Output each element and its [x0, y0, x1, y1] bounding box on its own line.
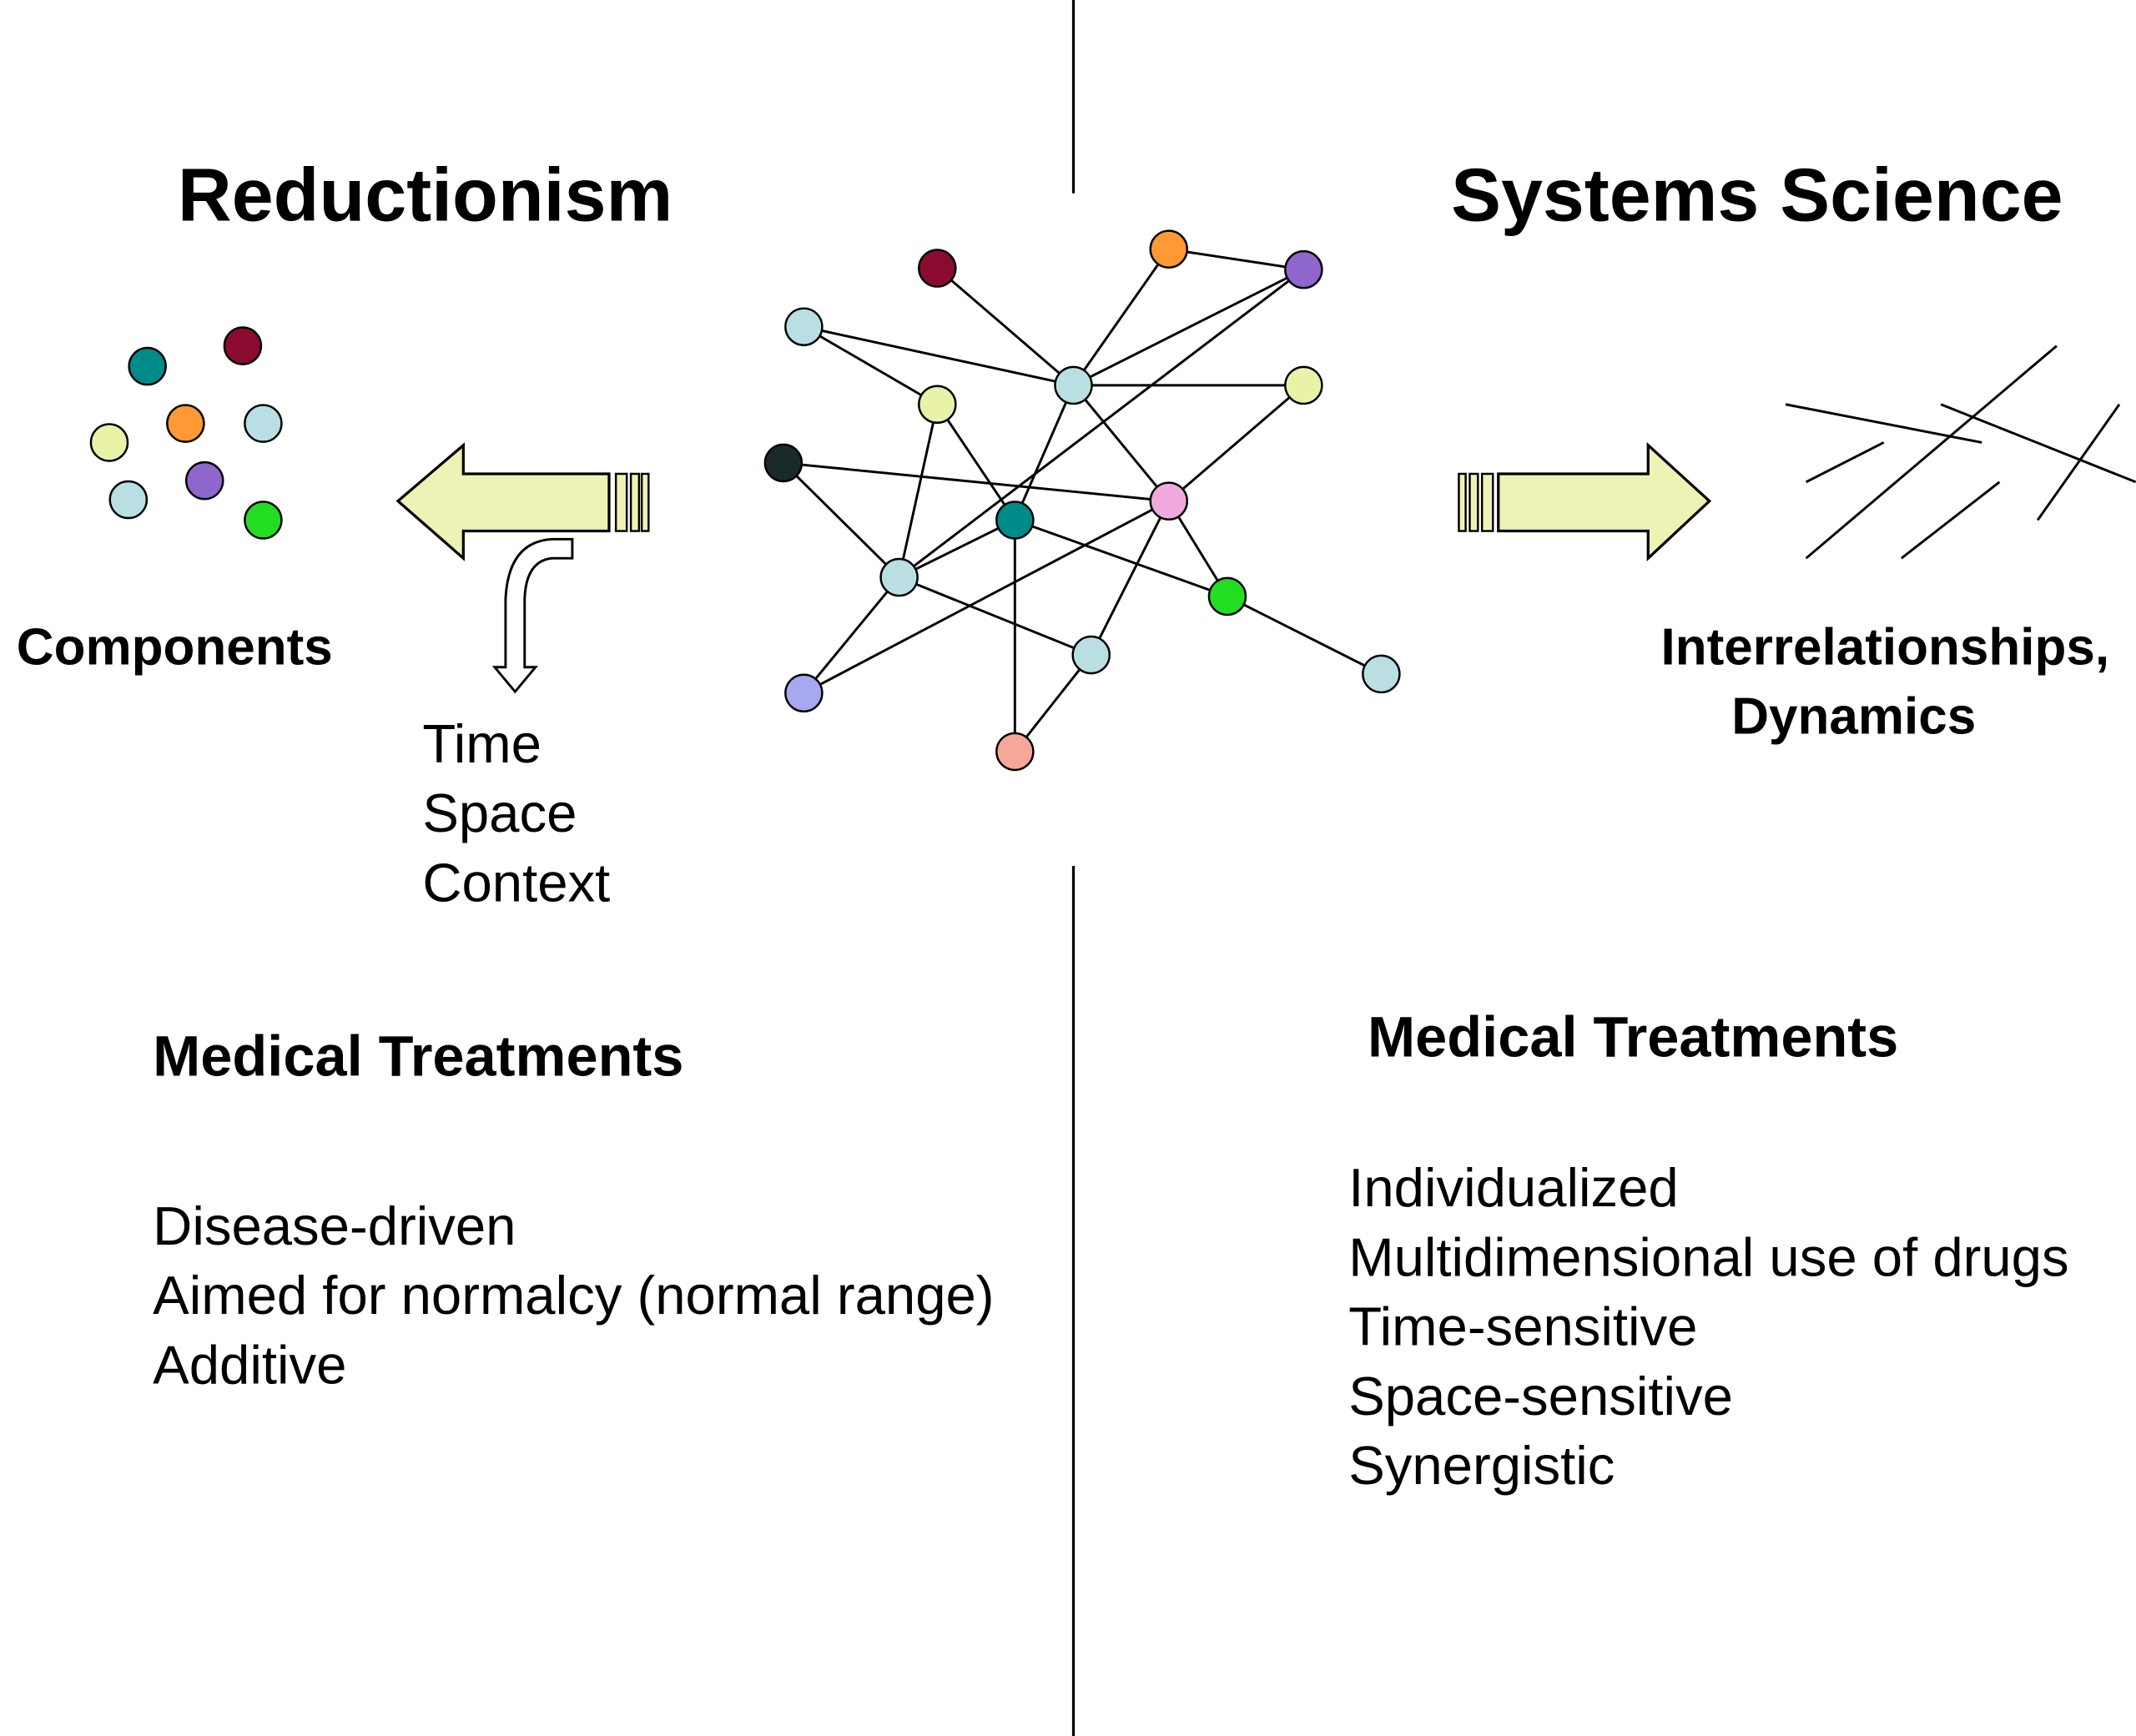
left-arrow — [395, 442, 650, 561]
curved-down-arrow — [491, 537, 574, 694]
component-dot — [89, 423, 129, 462]
network-edge — [803, 576, 900, 694]
network-edges — [782, 248, 1383, 752]
network-edge — [1227, 595, 1383, 676]
network-edge — [898, 519, 1015, 579]
network-node — [1149, 229, 1189, 269]
network-nodes — [763, 229, 1401, 772]
network-node — [1362, 654, 1401, 694]
systems-science-title: Systems Science — [1451, 153, 2063, 237]
network-node — [1284, 365, 1323, 405]
network-edge — [1168, 248, 1304, 271]
network-edge — [804, 325, 1074, 387]
network-node — [784, 307, 824, 346]
components-cluster — [89, 326, 283, 540]
network-edge — [1072, 248, 1170, 386]
right-treatment-3: Time-sensitive — [1348, 1296, 1697, 1357]
interrelationship-lines — [1785, 345, 2136, 560]
network-edge — [1072, 268, 1305, 387]
network-node — [918, 249, 957, 288]
network-node — [879, 557, 919, 597]
network-node — [1054, 365, 1093, 405]
dynamics-label: Dynamics — [1731, 688, 1976, 746]
network-node — [995, 501, 1035, 540]
network-edge — [1090, 500, 1171, 656]
factor-space: Space — [422, 782, 577, 843]
network-node — [1071, 635, 1111, 675]
network-edge — [1014, 519, 1228, 598]
network-node — [995, 732, 1035, 772]
network-edge — [898, 404, 939, 578]
network-edge — [803, 500, 1170, 695]
left-treatment-2: Aimed for normalcy (normal range) — [153, 1265, 994, 1326]
left-treatments-title: Medical Treatments — [153, 1024, 683, 1088]
right-treatment-1: Individualized — [1348, 1157, 1678, 1218]
network-node — [784, 673, 824, 713]
left-treatment-3: Additive — [153, 1334, 346, 1395]
network-edge — [1072, 384, 1170, 502]
component-dot — [184, 460, 224, 501]
network-node — [1284, 249, 1323, 289]
factor-context: Context — [422, 852, 610, 913]
interrelationships-label: Interrelationships, — [1660, 618, 2109, 676]
network-node — [918, 385, 957, 425]
network-edge — [803, 325, 939, 406]
network-edge — [898, 268, 1305, 579]
network-node — [1207, 576, 1247, 616]
network-edge — [936, 403, 1016, 521]
network-edge — [1013, 385, 1075, 521]
network-edge — [783, 461, 1169, 503]
right-treatment-4: Space-sensitive — [1348, 1366, 1733, 1427]
reductionism-title: Reductionism — [178, 153, 673, 237]
network-edge — [1014, 654, 1092, 752]
component-dot — [223, 326, 263, 365]
components-label: Components — [17, 618, 333, 676]
network-edge — [936, 267, 1075, 387]
right-treatment-2: Multidimensional use of drugs — [1348, 1226, 2068, 1287]
network-node — [763, 443, 804, 483]
right-treatments-title: Medical Treatments — [1368, 1005, 1898, 1069]
right-arrow — [1458, 442, 1712, 561]
component-dot — [244, 501, 283, 540]
network-node — [1149, 481, 1189, 521]
right-treatment-5: Synergistic — [1348, 1435, 1615, 1496]
component-dot — [244, 404, 283, 443]
network-edge — [782, 461, 900, 579]
component-dot — [108, 480, 149, 520]
network-edge — [1167, 384, 1305, 502]
component-dot — [128, 346, 167, 386]
factor-time: Time — [422, 713, 542, 774]
left-treatment-1: Disease-driven — [153, 1195, 516, 1256]
network-edge — [899, 576, 1092, 657]
component-dot — [166, 404, 205, 443]
